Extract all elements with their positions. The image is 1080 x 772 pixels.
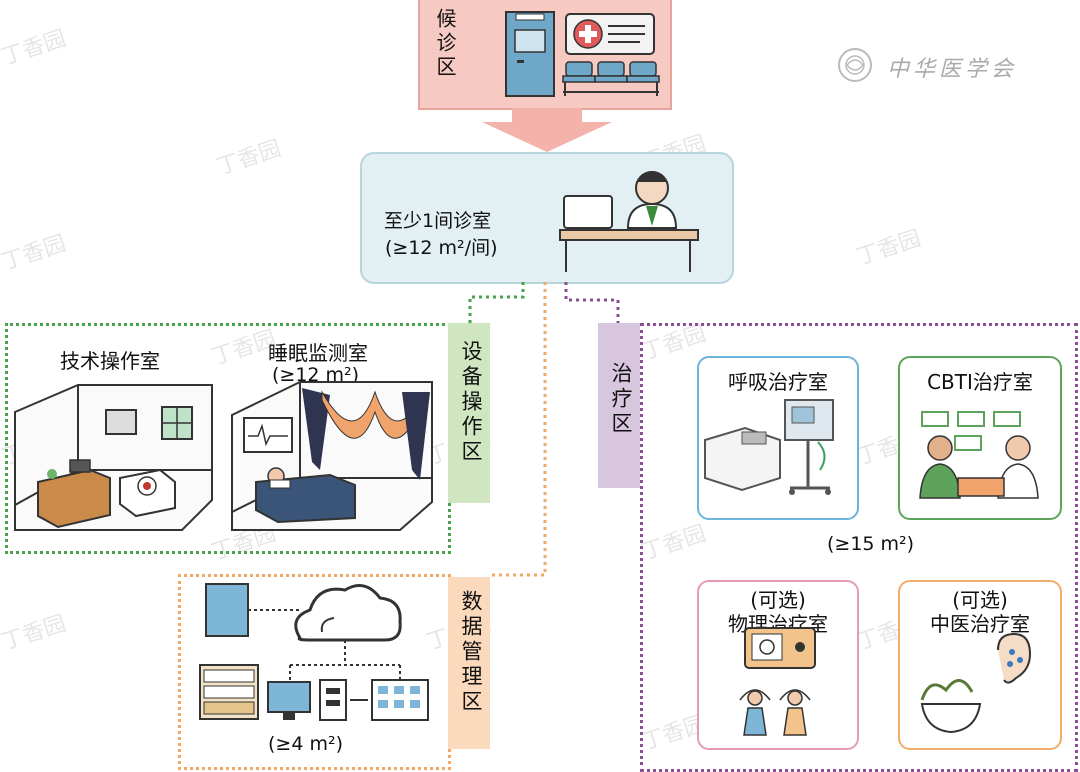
logo-text: 中华医学会 [887,57,1018,82]
treatment-zone-label-box [598,323,640,488]
waiting-area-label: 候诊区 [433,8,457,80]
tcm-therapy-room-card: (可选) 中医治疗室 [898,580,1062,750]
treatment-zone-label: 治疗区 [609,362,633,437]
data-zone-label: 数据管理区 [459,590,483,715]
tcm-therapy-room-optional: (可选) [952,588,1008,612]
logo: 中华医学会 [835,45,1040,85]
data-zone-area: (≥4 m²) [268,733,343,755]
sleep-room-area: (≥12 m²) [272,364,360,386]
respiratory-therapy-room-title: 呼吸治疗室 [728,370,828,394]
tcm-therapy-room-title: 中医治疗室 [930,612,1030,636]
treatment-zone-area: (≥15 m²) [827,533,915,555]
clinic-room-area: (≥12 m²/间) [385,237,498,259]
equipment-zone-label: 设备操作区 [459,340,483,465]
equipment-zone-label-box [448,323,490,503]
data-zone-label-box [448,577,490,749]
clinic-room-title: 至少1间诊室 [384,210,492,232]
sleep-room-title: 睡眠监测室 [268,341,368,365]
physical-therapy-room-optional: (可选) [750,588,806,612]
tech-room-title: 技术操作室 [60,349,160,373]
cbti-therapy-room-title: CBTI治疗室 [927,370,1033,394]
